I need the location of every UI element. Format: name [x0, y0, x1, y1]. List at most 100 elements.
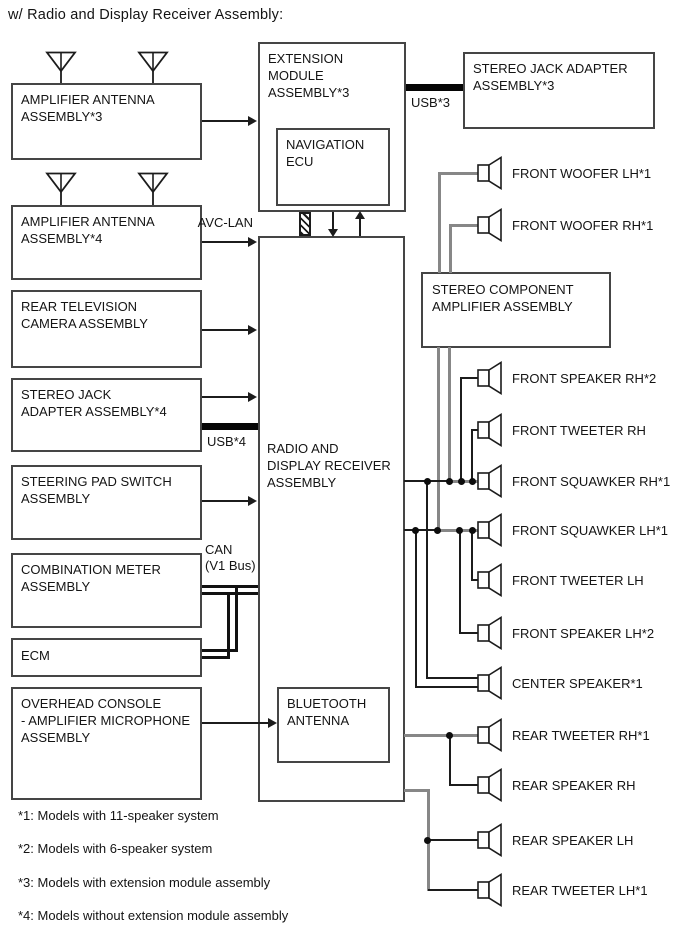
wire-segment [438, 172, 478, 175]
speaker-icon [477, 156, 502, 190]
arrow-down [328, 212, 338, 237]
wire-segment [460, 377, 462, 482]
speaker-label: REAR TWEETER RH*1 [512, 727, 650, 743]
wire-segment [428, 889, 478, 891]
speaker-rear-tweeter-rh: REAR TWEETER RH*1 [477, 718, 650, 752]
module-box-overhead-console: OVERHEAD CONSOLE - AMPLIFIER MICROPHONE … [11, 687, 202, 800]
wire-segment [415, 529, 417, 688]
speaker-icon [477, 208, 502, 242]
speaker-icon [477, 768, 502, 802]
wire-segment [459, 529, 461, 634]
module-box-bluetooth-antenna: BLUETOOTH ANTENNA [277, 687, 390, 763]
wire-segment [471, 529, 473, 581]
box-label: STEREO COMPONENT AMPLIFIER ASSEMBLY [432, 282, 574, 314]
junction-dot [434, 527, 441, 534]
wire-segment [449, 784, 479, 786]
wire-segment [404, 529, 438, 531]
antenna-icon [45, 51, 77, 84]
arrow [202, 496, 257, 506]
wire-segment [415, 686, 478, 688]
bus-label-avc-lan: AVC-LAN [197, 215, 253, 230]
bus-label-usb3: USB*3 [411, 95, 451, 110]
can-bus-line [202, 656, 230, 659]
wire-segment [471, 579, 479, 581]
speaker-front-tweeter-rh: FRONT TWEETER RH [477, 413, 646, 447]
speaker-front-squawker-lh: FRONT SQUAWKER LH*1 [477, 513, 668, 547]
can-bus-line [227, 592, 230, 659]
junction-dot [446, 732, 453, 739]
box-label: AMPLIFIER ANTENNA ASSEMBLY*4 [21, 214, 155, 246]
speaker-icon [477, 873, 502, 907]
speaker-label: FRONT SPEAKER LH*2 [512, 625, 655, 641]
module-box-amplifier-antenna-3: AMPLIFIER ANTENNA ASSEMBLY*3 [11, 83, 202, 160]
speaker-label: FRONT SQUAWKER RH*1 [512, 473, 671, 489]
junction-dot [458, 478, 465, 485]
speaker-icon [477, 361, 502, 395]
wire-segment [426, 677, 478, 679]
antenna-icon [137, 51, 169, 84]
box-label: EXTENSION MODULE ASSEMBLY*3 [268, 51, 350, 100]
hatch-connector-icon [299, 212, 311, 236]
module-box-navigation-ecu: NAVIGATION ECU [276, 128, 390, 206]
wire-segment [428, 839, 478, 841]
junction-dot [412, 527, 419, 534]
module-box-amplifier-antenna-4: AMPLIFIER ANTENNA ASSEMBLY*4 [11, 205, 202, 280]
can-bus-line [202, 592, 258, 595]
junction-dot [424, 478, 431, 485]
box-label: COMBINATION METER ASSEMBLY [21, 562, 161, 594]
speaker-label: FRONT TWEETER LH [512, 572, 644, 588]
junction-dot [456, 527, 463, 534]
module-box-stereo-jack-3: STEREO JACK ADAPTER ASSEMBLY*3 [463, 52, 655, 129]
footnote-4: *4: Models without extension module asse… [18, 908, 289, 923]
speaker-icon [477, 513, 502, 547]
antenna-icon [45, 172, 77, 205]
box-label: STEREO JACK ADAPTER ASSEMBLY*4 [21, 387, 167, 419]
wire-segment [426, 480, 428, 679]
wire-segment [449, 734, 451, 786]
arrow [202, 325, 257, 335]
speaker-icon [477, 563, 502, 597]
box-label: STEERING PAD SWITCH ASSEMBLY [21, 474, 172, 506]
speaker-front-squawker-rh: FRONT SQUAWKER RH*1 [477, 464, 670, 498]
speaker-icon [477, 718, 502, 752]
bus-label-usb4: USB*4 [207, 434, 247, 449]
box-label: BLUETOOTH ANTENNA [287, 696, 367, 728]
speaker-front-speaker-rh: FRONT SPEAKER RH*2 [477, 361, 656, 395]
module-box-steering-pad-switch: STEERING PAD SWITCH ASSEMBLY [11, 465, 202, 540]
footnote-1: *1: Models with 11-speaker system [18, 808, 219, 823]
speaker-label: REAR TWEETER LH*1 [512, 882, 648, 898]
bus-label-can: CAN (V1 Bus) [205, 542, 256, 573]
can-bus-line [235, 585, 238, 652]
diagram-title: w/ Radio and Display Receiver Assembly: [8, 7, 284, 23]
box-label: ECM [21, 648, 50, 663]
junction-dot [424, 837, 431, 844]
module-box-combination-meter: COMBINATION METER ASSEMBLY [11, 553, 202, 628]
arrow [202, 237, 257, 247]
wire-segment [404, 734, 478, 737]
speaker-label: REAR SPEAKER LH [512, 832, 634, 848]
box-label: RADIO AND DISPLAY RECEIVER ASSEMBLY [267, 441, 391, 490]
wire-segment [448, 347, 451, 482]
speaker-rear-speaker-rh: REAR SPEAKER RH [477, 768, 636, 802]
arrow [202, 116, 257, 126]
box-label: STEREO JACK ADAPTER ASSEMBLY*3 [473, 61, 628, 93]
module-box-ecm: ECM [11, 638, 202, 677]
speaker-label: FRONT SQUAWKER LH*1 [512, 522, 669, 538]
speaker-front-woofer-rh: FRONT WOOFER RH*1 [477, 208, 653, 242]
arrow [202, 392, 257, 402]
can-bus-line [202, 585, 258, 588]
footnote-3: *3: Models with extension module assembl… [18, 875, 271, 890]
arrow-up [355, 211, 365, 236]
speaker-label: FRONT TWEETER RH [512, 422, 646, 438]
can-bus-line [202, 649, 238, 652]
speaker-front-tweeter-lh: FRONT TWEETER LH [477, 563, 644, 597]
junction-dot [469, 527, 476, 534]
box-label: OVERHEAD CONSOLE - AMPLIFIER MICROPHONE … [21, 696, 191, 745]
speaker-icon [477, 616, 502, 650]
usb-cable-bar [406, 84, 463, 91]
speaker-icon [477, 823, 502, 857]
speaker-icon [477, 413, 502, 447]
wire-segment [449, 224, 452, 273]
junction-dot [469, 478, 476, 485]
